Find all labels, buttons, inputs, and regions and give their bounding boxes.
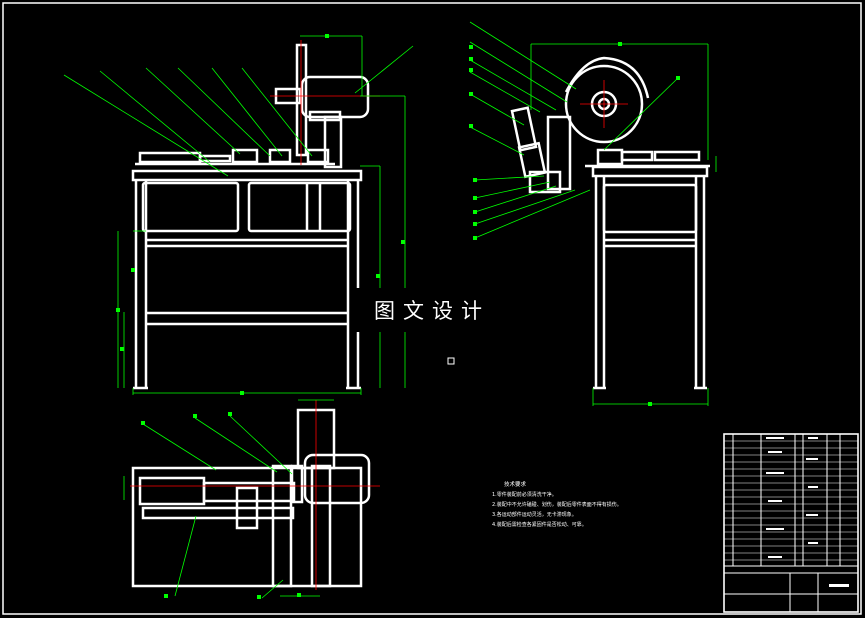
side-view-centerlines [580, 80, 628, 128]
requirement-item: 4.装配后需检查各紧固件是否松动、可靠。 [492, 522, 587, 528]
front-view-markers [116, 34, 405, 395]
cursor-marker [447, 357, 455, 365]
side-view-markers [469, 42, 680, 406]
parts-list-rows [724, 440, 858, 561]
requirement-item: 1.零件装配前必须清洗干净。 [492, 492, 557, 498]
technical-requirements-title: 技术要求 [504, 482, 527, 488]
side-view [510, 56, 710, 390]
watermark-label: 图文设计 [352, 288, 512, 332]
top-view-dimensions [123, 399, 334, 599]
top-view-markers [141, 412, 301, 599]
top-view-centerlines [130, 400, 380, 590]
parts-list-text-blocks [766, 437, 849, 587]
technical-requirements: 技术要求 1.零件装配前必须清洗干净。 2.装配中不允许磕碰、划伤，装配后零件表… [492, 480, 662, 530]
requirement-item: 2.装配中不允许磕碰、划伤，装配后零件表面不得有损伤。 [492, 502, 622, 508]
front-view-dimensions [63, 35, 414, 395]
top-view [131, 408, 371, 588]
front-view [131, 43, 370, 390]
title-block [723, 433, 859, 613]
requirement-item: 3.各运动部件运动灵活，无卡滞现象。 [492, 512, 577, 518]
